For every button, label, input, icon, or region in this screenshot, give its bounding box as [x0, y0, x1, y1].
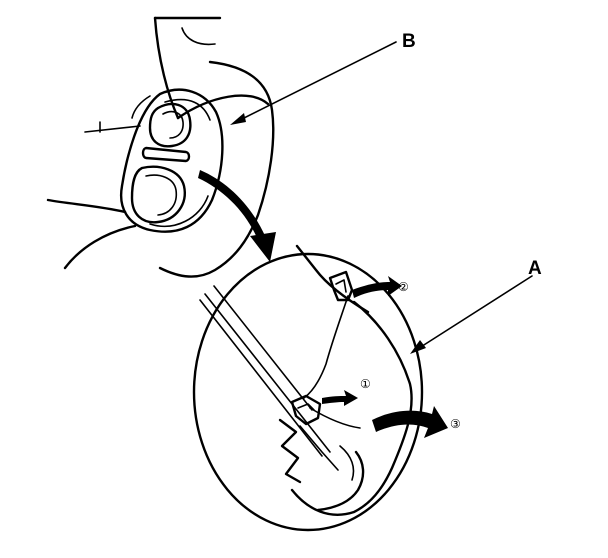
upper-clip: [328, 270, 354, 302]
step-number-3: ③: [450, 417, 461, 431]
leader-line-b: [235, 41, 397, 123]
callout-a: A: [528, 258, 542, 279]
callout-b: B: [402, 31, 416, 52]
middle-switch-button: [141, 146, 191, 163]
step-arrow-3: [372, 406, 448, 438]
switch-assembly: [119, 88, 224, 233]
switch-housing: [119, 88, 224, 233]
trim-panel: [46, 16, 275, 278]
leader-arrow-a: [410, 340, 426, 354]
leader-line-a: [415, 275, 533, 351]
detail-circle: [192, 252, 424, 532]
step-arrow-1: [322, 390, 358, 406]
detail-view: [199, 244, 413, 516]
leader-arrow-b: [230, 113, 246, 125]
retaining-clips: [290, 270, 354, 426]
zoom-arrow-body: [198, 170, 266, 240]
step-number-2: ②: [398, 280, 409, 294]
step-number-1: ①: [360, 377, 371, 391]
step-arrow-2: [352, 276, 402, 298]
lower-switch-button: [130, 165, 186, 224]
upper-switch-button: [148, 102, 192, 148]
zoom-arrow-head: [250, 232, 276, 262]
